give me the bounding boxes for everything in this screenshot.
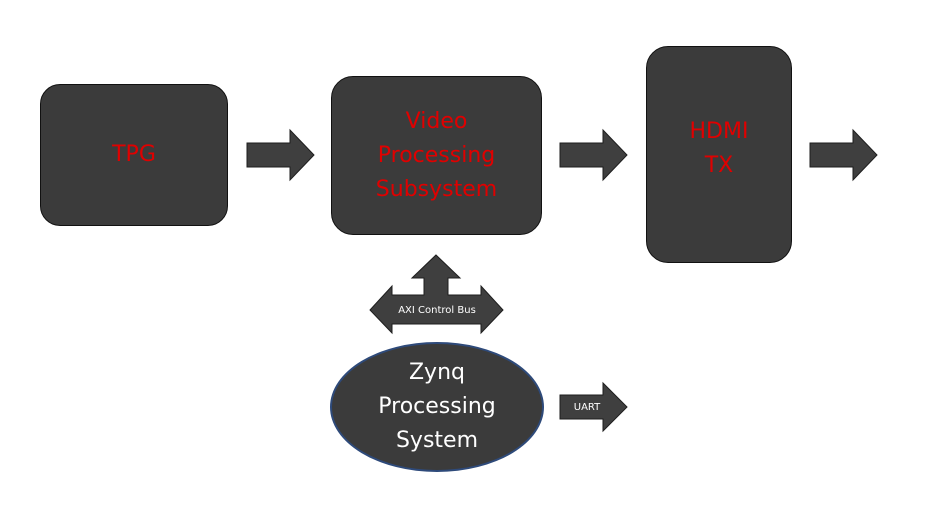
- arrow-tpg-to-vps: [246, 128, 315, 182]
- zynq-processing-system-block: Zynq Processing System: [330, 342, 544, 472]
- uart-label: UART: [574, 402, 601, 413]
- hdmi-tx-label: HDMI TX: [689, 119, 749, 178]
- zynq-processing-system-label: Zynq Processing System: [378, 360, 496, 453]
- hdmi-tx-block: HDMI TX: [646, 46, 792, 263]
- axi-control-bus-label: AXI Control Bus: [398, 305, 476, 316]
- axi-control-bus-arrow: [369, 254, 504, 335]
- arrow-vps-to-hdmi: [559, 128, 628, 182]
- tpg-label: TPG: [112, 142, 156, 167]
- video-processing-subsystem-block: Video Processing Subsystem: [331, 76, 542, 235]
- tpg-block: TPG: [40, 84, 228, 226]
- video-processing-subsystem-label: Video Processing Subsystem: [375, 108, 498, 202]
- arrow-hdmi-out: [809, 128, 878, 182]
- uart-arrow: [559, 381, 628, 433]
